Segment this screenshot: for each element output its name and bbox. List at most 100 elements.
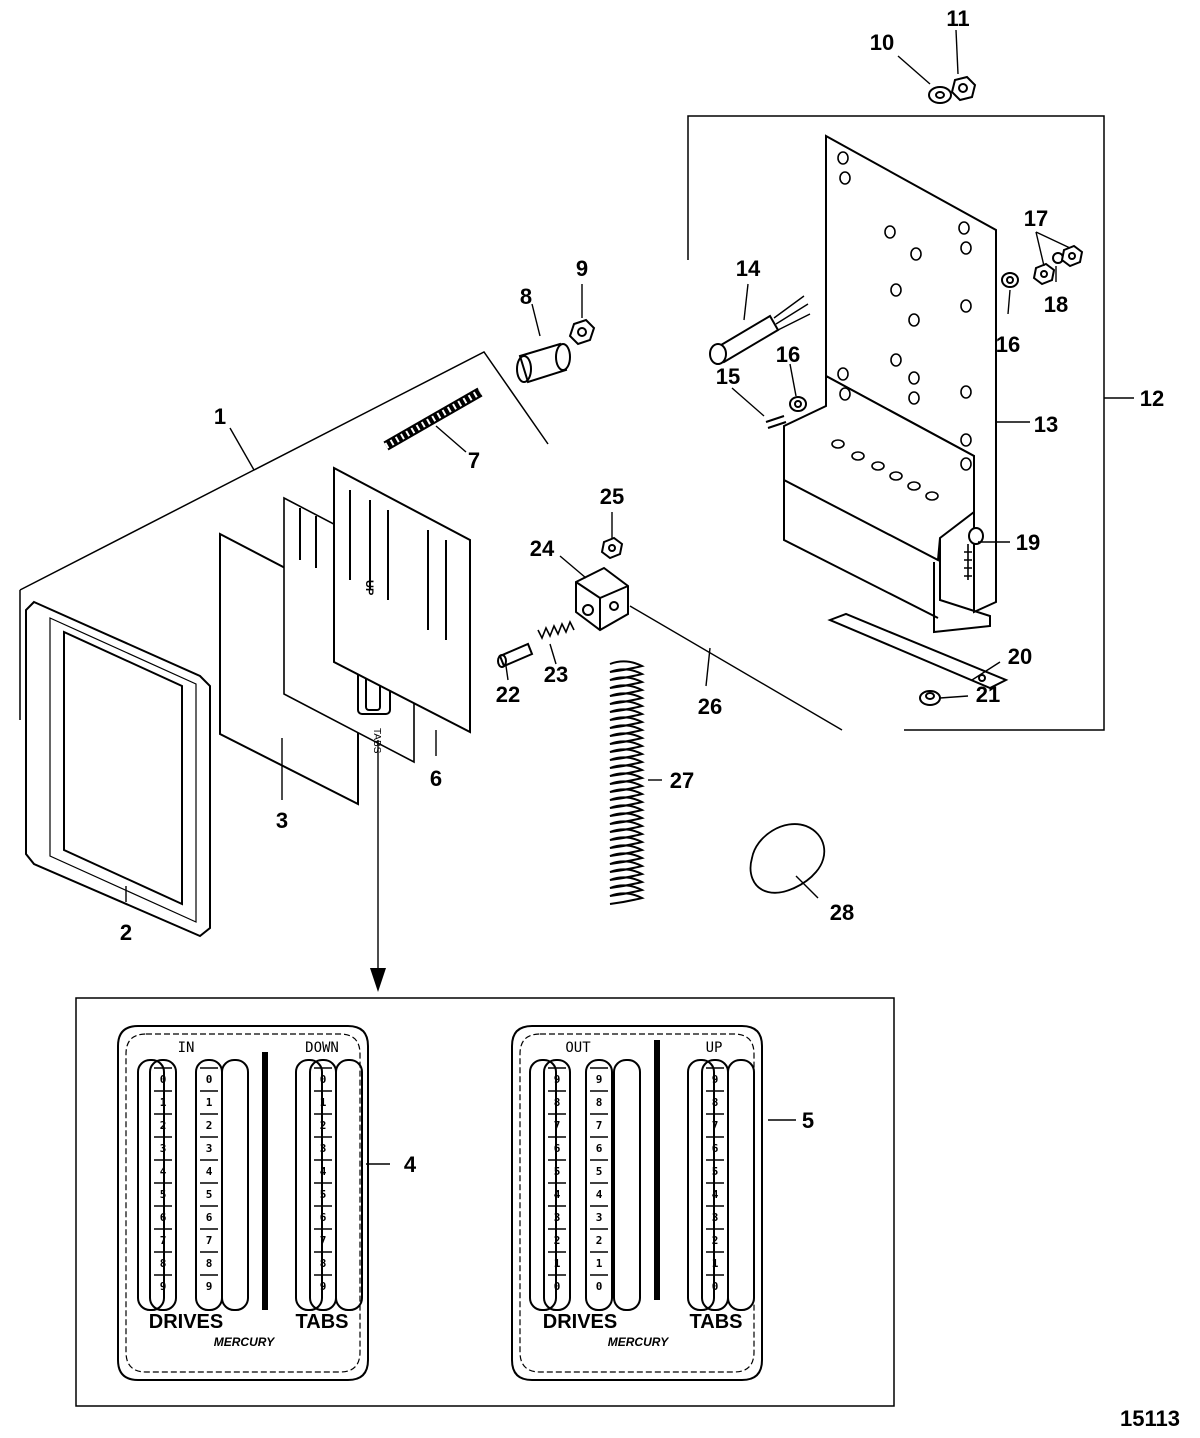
scale-number: 9: [160, 1280, 167, 1293]
nut-9: [568, 318, 596, 346]
plate_5-column-4: [687, 1059, 715, 1311]
plate-4-text: IN DOWN DRIVES TABS MERCURY: [149, 1040, 349, 1349]
callout-20: 20: [1008, 644, 1032, 669]
scale-number: 1: [206, 1096, 213, 1109]
scale-number: 7: [554, 1119, 561, 1132]
scale-number: 0: [554, 1280, 561, 1293]
small-scale-text: UP TABS: [363, 580, 382, 754]
scale-number: 0: [160, 1073, 167, 1086]
plate_5-column-0: [529, 1059, 557, 1311]
scale-number: 0: [596, 1280, 603, 1293]
plate_5-column-6: [727, 1059, 755, 1311]
plate_4-column-6: [335, 1059, 363, 1311]
plate-4-brand: MERCURY: [214, 1335, 275, 1349]
callout-3: 3: [276, 808, 288, 833]
nut-11: [950, 75, 977, 102]
callout-15: 15: [716, 364, 740, 389]
gauge-faces-frame: [75, 997, 895, 1407]
plate-5-right-foot: TABS: [690, 1311, 743, 1333]
callout-19: 19: [1016, 530, 1040, 555]
screw-19: [964, 527, 984, 580]
plate_4-column-4: [295, 1059, 323, 1311]
scale-number: 8: [160, 1257, 167, 1270]
callout-9: 9: [576, 256, 588, 281]
scale-number: 2: [160, 1119, 167, 1132]
callout-16: 16: [996, 332, 1020, 357]
plate_5-column-2: [585, 1059, 613, 1311]
scale-number: 7: [596, 1119, 603, 1132]
scale-number: 2: [712, 1234, 719, 1247]
scale-number: 9: [554, 1073, 561, 1086]
plate_4-column-3: [221, 1059, 249, 1311]
scale-number: 7: [160, 1234, 167, 1247]
cap: [749, 823, 826, 894]
plate-4-right-foot: TABS: [296, 1311, 349, 1333]
back-plate: [333, 466, 471, 734]
scale-number: 3: [712, 1211, 719, 1224]
scale-number: 3: [320, 1142, 327, 1155]
grommet-16a: [789, 396, 807, 412]
callout-16: 16: [776, 342, 800, 367]
scale-number: 4: [712, 1188, 719, 1201]
callout-12: 12: [1140, 386, 1164, 411]
scale-number: 4: [320, 1165, 327, 1178]
nut-17b: [1060, 244, 1084, 268]
scale-number: 5: [596, 1165, 603, 1178]
callout-1: 1: [214, 404, 226, 429]
scale-number: 3: [596, 1211, 603, 1224]
scale-number: 5: [206, 1188, 213, 1201]
scale-number: 7: [712, 1119, 719, 1132]
scale-number: 3: [554, 1211, 561, 1224]
scale-number: 4: [596, 1188, 603, 1201]
washer-10: [928, 86, 952, 104]
scale-number: 6: [160, 1211, 167, 1224]
scale-number: 4: [206, 1165, 213, 1178]
scale-number: 6: [712, 1142, 719, 1155]
scale-number: 4: [160, 1165, 167, 1178]
callout-6: 6: [430, 766, 442, 791]
callout-25: 25: [600, 484, 624, 509]
callout-10: 10: [870, 30, 894, 55]
pointer-wire: [629, 605, 843, 731]
scale-number: 9: [206, 1280, 213, 1293]
assembly-1-bracket: [19, 351, 549, 720]
clamp-strap: [827, 612, 1009, 690]
scale-number: 1: [554, 1257, 561, 1270]
screw-15: [765, 415, 787, 429]
scale-number: 1: [160, 1096, 167, 1109]
plate-5-text: OUT UP DRIVES TABS MERCURY: [543, 1040, 743, 1349]
plate-4-outline: [117, 1025, 369, 1381]
callout-17: 17: [1024, 206, 1048, 231]
plate-5-right-head: UP: [706, 1040, 723, 1056]
scale-number: 9: [712, 1073, 719, 1086]
nut-21: [919, 690, 941, 706]
scale-number: 6: [206, 1211, 213, 1224]
grommet-16b: [1001, 272, 1019, 288]
small-scale-top-label: UP: [363, 580, 375, 595]
spacer: [516, 342, 571, 384]
long-spring: [606, 660, 646, 905]
plate-5-left-foot: DRIVES: [543, 1311, 617, 1333]
scale-number: 9: [596, 1073, 603, 1086]
scale-number: 1: [596, 1257, 603, 1270]
callout-13: 13: [1034, 412, 1058, 437]
scale-number: 5: [320, 1188, 327, 1201]
scale-number: 5: [554, 1165, 561, 1178]
plate-5-left-head: OUT: [565, 1040, 591, 1056]
plate-4-right-head: DOWN: [305, 1040, 339, 1056]
scale-number: 3: [160, 1142, 167, 1155]
callout-14: 14: [736, 256, 761, 281]
scale-number: 6: [554, 1142, 561, 1155]
scale-number: 2: [554, 1234, 561, 1247]
mounting-bracket: [783, 134, 997, 634]
scale-number: 2: [596, 1234, 603, 1247]
sensor: [709, 295, 811, 365]
scale-number: 6: [596, 1142, 603, 1155]
scale-number: 8: [320, 1257, 327, 1270]
scale-number: 5: [712, 1165, 719, 1178]
leader-lines: [125, 29, 1134, 1165]
callout-4: 4: [404, 1152, 417, 1177]
plate_5-column-1: [543, 1059, 571, 1311]
set-screw: [600, 536, 624, 560]
